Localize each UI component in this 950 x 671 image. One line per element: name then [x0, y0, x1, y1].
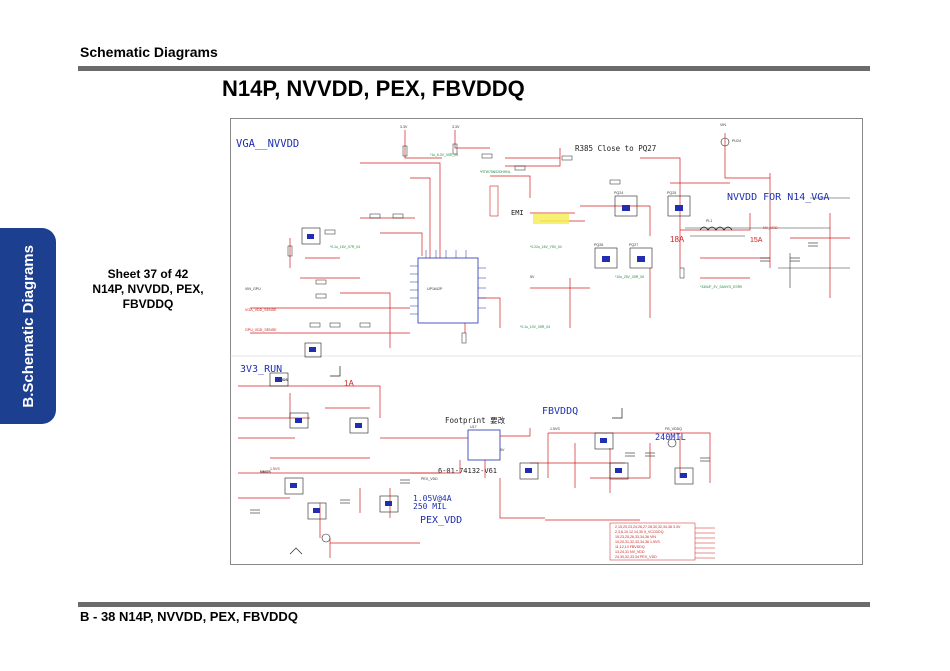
- resistors-top: [287, 143, 685, 344]
- fb-mosfet-pq21: [594, 432, 614, 450]
- current-1a: 1A: [344, 379, 354, 388]
- svg-text:PQ24: PQ24: [614, 191, 623, 195]
- side-tab: [0, 228, 56, 424]
- note-pex-current: 1.05V@4A: [413, 494, 452, 503]
- schematic-diagram: UP1642P PQ24 PQ25 PQ26 PQ27 PL1: [230, 118, 863, 565]
- fuse-pu24: PU24: [720, 137, 741, 147]
- footer-rule: [78, 602, 870, 607]
- mosfet-pq26: PQ26: [594, 243, 618, 269]
- svg-text:24,30,32,33,34 PEX_VDD: 24,30,32,33,34 PEX_VDD: [615, 555, 657, 559]
- svg-text:2,3,6,10,12,14,30 5_VCCDDQ: 2,3,6,10,12,14,30 5_VCCDDQ: [615, 530, 664, 534]
- block-label-3v3-run: 3V3_RUN: [240, 364, 282, 375]
- nvvdd-left-transistor: [301, 227, 321, 245]
- controller-pins: [410, 250, 486, 315]
- side-tab-label-wrap: B.Schematic Diagrams: [0, 228, 56, 424]
- net-5v-b: 5V: [500, 448, 505, 452]
- svg-text:*0.22u_16V_Y5V_04: *0.22u_16V_Y5V_04: [530, 245, 562, 249]
- block-label-vga-nvvdd: VGA__NVVDD: [236, 138, 299, 150]
- svg-text:*0.1u_16V_X7R_04: *0.1u_16V_X7R_04: [330, 245, 360, 249]
- footer-page-label: B - 38 N14P, NVVDD, PEX, FBVDDQ: [80, 609, 298, 624]
- note-emi: EMI: [511, 209, 524, 217]
- svg-text:*10u_25V_X5R_06: *10u_25V_X5R_06: [615, 275, 644, 279]
- section-title: Schematic Diagrams: [80, 44, 218, 60]
- side-tab-label: B.Schematic Diagrams: [19, 244, 37, 408]
- fb-mosfet-left: [519, 462, 539, 480]
- pex-caps: [250, 479, 410, 514]
- net-5v-a: 5V: [530, 275, 535, 279]
- fb-mosfet-pq22: [609, 462, 629, 480]
- net-vga-vdd-sense: VGA_VDD_SENSE: [245, 308, 277, 312]
- net-1-5vs: 1.5VS: [270, 467, 280, 471]
- ic-u17: [467, 429, 501, 461]
- block-label-fbvddq: FBVDDQ: [542, 406, 578, 417]
- controller-ic-label: UP1642P: [427, 287, 443, 291]
- sheet-info-line3: FBVDDQ: [122, 297, 174, 311]
- pex-mosfet-b: [307, 502, 327, 520]
- svg-text:PQ27: PQ27: [629, 243, 638, 247]
- note-pex-mil: 250 MIL: [413, 502, 447, 511]
- current-18a: 18A: [670, 235, 685, 244]
- fbvddq-wiring: [499, 432, 711, 521]
- sheet-info-line2: N14P, NVVDD, PEX,: [92, 282, 204, 296]
- nmos-label-1: NMOS: [277, 378, 288, 382]
- fb-caps: [625, 452, 710, 462]
- mosfet-pq25: PQ25: [667, 191, 691, 217]
- note-r385: R385 Close to PQ27: [575, 144, 656, 153]
- svg-text:15,23,25,26,33,34,36 VIN: 15,23,25,26,33,34,36 VIN: [615, 535, 656, 539]
- net-reference-table: 2,15,20,23,24,26,27,28,30,32,34,36 3.3V …: [609, 522, 715, 561]
- svg-text:13,24,31 NV_VDD: 13,24,31 NV_VDD: [615, 550, 645, 554]
- net-nv-vdd: NV_VDD: [763, 226, 778, 230]
- svg-text:*1u_6.3V_X5R_04: *1u_6.3V_X5R_04: [430, 153, 458, 157]
- fb-mosfet-right: [674, 467, 694, 485]
- net-pex-vdd: PEX_VDD: [421, 477, 438, 481]
- controller-ic: [417, 257, 479, 324]
- pex-mosfet-c: [379, 495, 399, 513]
- svg-text:*0.1u_10V_X5R_04: *0.1u_10V_X5R_04: [520, 325, 550, 329]
- svg-text:PQ25: PQ25: [667, 191, 676, 195]
- svg-text:10,20,31,32,33,34,36 1.5VS: 10,20,31,32,33,34,36 1.5VS: [615, 540, 660, 544]
- pex-mosfet-a: [284, 477, 304, 495]
- emi-highlight: [533, 214, 569, 224]
- nvvdd-sense-transistor: [304, 342, 322, 358]
- net-1-5vs-fb: 1.5VS: [550, 427, 560, 431]
- svg-text:PU24: PU24: [732, 139, 741, 143]
- block-label-nvvdd-n14-vga: NVVDD FOR N14_VGA: [727, 192, 829, 203]
- fb-inductor: [667, 438, 677, 448]
- svg-text:*RTW75N02DHHNL: *RTW75N02DHHNL: [480, 170, 511, 174]
- nmos-label-2: NMOS: [260, 470, 271, 474]
- net-vin: VIN: [720, 123, 726, 127]
- svg-text:*330UF_2V_SANYO_ESR9: *330UF_2V_SANYO_ESR9: [700, 285, 742, 289]
- 3v3-run-mosfet-b: [349, 417, 369, 434]
- mosfet-pq24: PQ24: [614, 191, 638, 217]
- ic-u17-label: U17: [470, 425, 477, 429]
- header-rule: [78, 66, 870, 71]
- 3v3-run-mosfet-c: [269, 372, 289, 387]
- net-vin-gpu: VIN_GPU: [245, 287, 261, 291]
- net-gpu-vdd-sense: GPU_VDD_SENSE: [245, 328, 277, 332]
- current-15a: 15A: [750, 237, 763, 244]
- output-caps: [760, 242, 818, 262]
- block-label-pex-vdd: PEX_VDD: [420, 515, 462, 526]
- gnd-arrows: [289, 366, 623, 555]
- net-3v3-b: 3.3V: [452, 125, 460, 129]
- inductor-pl1: PL1: [699, 219, 733, 231]
- svg-text:2,15,20,23,24,26,27,28,30,32,3: 2,15,20,23,24,26,27,28,30,32,34,36 3.3V: [615, 525, 681, 529]
- page-title: N14P, NVVDD, PEX, FBVDDQ: [222, 76, 525, 101]
- green-annotations: *1u_6.3V_X5R_04 *RTW75N02DHHNL *0.22u_16…: [330, 153, 742, 329]
- svg-text:PL1: PL1: [706, 219, 712, 223]
- net-fb-vddq: FB_VDDQ: [665, 427, 682, 431]
- note-part-number: 6-01-74132-V61: [438, 467, 497, 475]
- pex-fuse: [321, 533, 331, 543]
- svg-text:PQ26: PQ26: [594, 243, 603, 247]
- sheet-info: Sheet 37 of 42 N14P, NVVDD, PEX, FBVDDQ: [80, 267, 216, 312]
- sheet-info-line1: Sheet 37 of 42: [107, 267, 189, 281]
- mosfet-pq27: PQ27: [629, 243, 653, 269]
- net-3v3-a: 3.3V: [400, 125, 408, 129]
- note-fb-mil: 240MIL: [655, 433, 686, 443]
- note-footprint: Footprint 要改: [445, 415, 506, 425]
- schematic-frame: [230, 118, 863, 565]
- emi-resistor-box: [489, 185, 499, 217]
- 3v3-run-mosfet-a: [289, 412, 309, 429]
- svg-text:11,12,13 FBVDDQ: 11,12,13 FBVDDQ: [615, 545, 645, 549]
